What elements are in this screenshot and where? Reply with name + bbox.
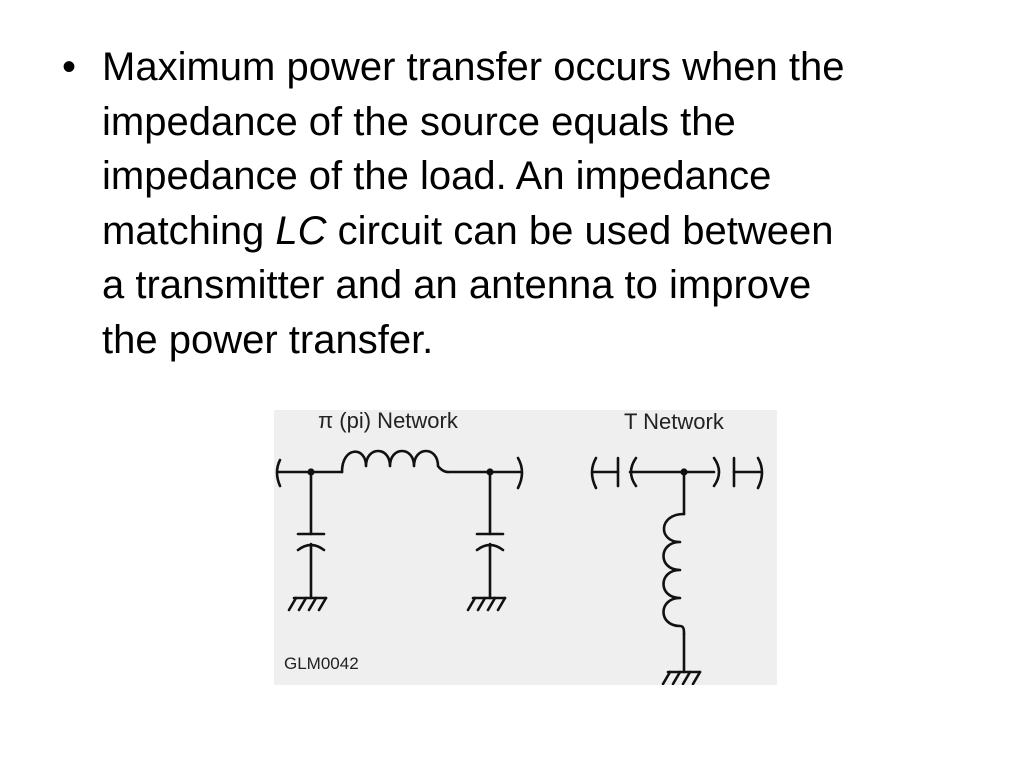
pi-network-title: π (pi) Network	[318, 408, 458, 433]
text-line-4: matching LC circuit can be used between	[102, 204, 962, 259]
text-line-3: impedance of the load. An impedance	[102, 154, 772, 198]
t-right-series-capacitor	[712, 456, 762, 488]
bullet-text: Maximum power transfer occurs when the i…	[102, 40, 962, 367]
figure-id-label: GLM0042	[284, 654, 359, 673]
t-network-schematic	[590, 456, 764, 685]
t-left-port	[590, 456, 598, 490]
t-left-series-capacitor	[616, 456, 686, 488]
t-ground	[661, 670, 702, 685]
text-line-5: a transmitter and an antenna to improve	[102, 263, 812, 307]
t-network-title: T Network	[624, 409, 724, 434]
t-shunt-inductor	[662, 470, 686, 674]
bullet-mark: •	[62, 45, 77, 89]
pi-network-schematic	[275, 449, 524, 612]
pi-right-ground	[466, 596, 507, 612]
bullet-paragraph: • Maximum power transfer occurs when the…	[62, 40, 962, 367]
circuit-diagram	[275, 449, 764, 685]
text-lc-italic: LC	[275, 208, 327, 253]
pi-series-inductor	[340, 449, 450, 474]
text-circuit-between: circuit can be used between	[326, 208, 834, 253]
text-line-6: the power transfer.	[102, 317, 434, 362]
text-line-2: impedance of the source equals the	[102, 99, 736, 144]
t-right-port	[756, 456, 764, 490]
pi-right-port	[516, 456, 524, 490]
text-matching: matching	[102, 208, 276, 253]
pi-left-shunt-capacitor	[296, 470, 326, 600]
pi-left-ground	[287, 596, 328, 612]
pi-right-shunt-capacitor	[475, 470, 505, 600]
circuit-figure: π (pi) Network T Network GLM0042	[274, 408, 777, 685]
text-line-1: Maximum power transfer occurs when the	[102, 45, 845, 89]
